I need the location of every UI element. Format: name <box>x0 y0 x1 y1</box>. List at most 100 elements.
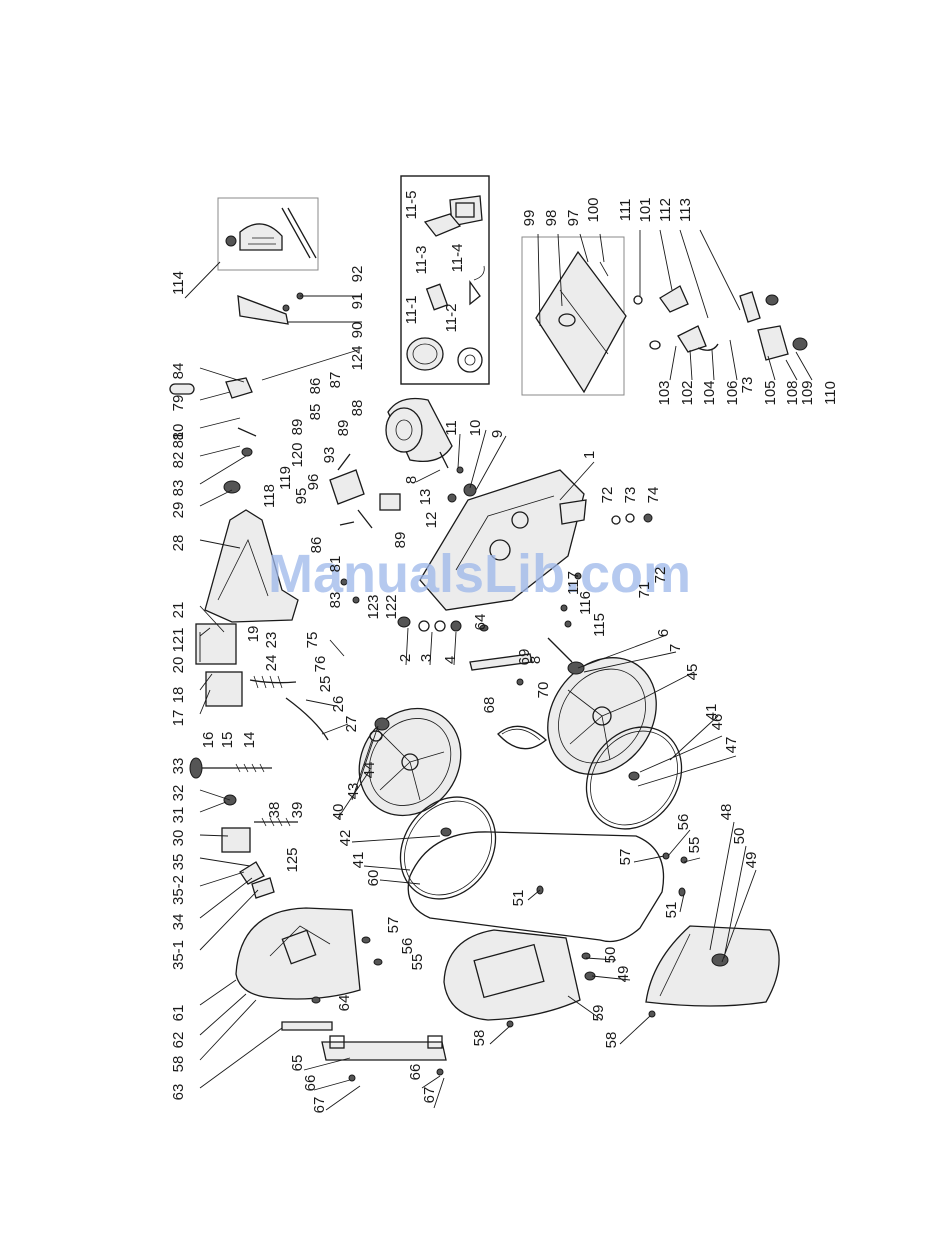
leader-lines <box>199 233 757 1111</box>
callout-c31: 31 <box>170 807 187 824</box>
callout-c26: 26 <box>330 696 347 713</box>
callout-c71: 71 <box>636 582 653 599</box>
callout-c20: 20 <box>170 657 187 674</box>
callout-c6: 6 <box>655 629 672 637</box>
callout-c55a: 55 <box>409 954 426 971</box>
callout-c105: 105 <box>762 380 779 405</box>
callout-c116: 116 <box>577 591 594 615</box>
callout-c96: 96 <box>305 474 322 491</box>
lower-panel-48 <box>645 925 780 1007</box>
rail-69 <box>469 653 533 671</box>
callout-c39: 39 <box>289 802 306 819</box>
callout-c34: 34 <box>170 914 187 931</box>
callout-c91: 91 <box>349 293 366 310</box>
callout-c24: 24 <box>263 655 280 672</box>
callout-c33: 33 <box>170 758 187 775</box>
callout-c11-1: 11-1 <box>403 296 420 325</box>
callout-c68: 68 <box>481 697 498 714</box>
callout-c19: 19 <box>245 626 262 643</box>
callout-c45: 45 <box>684 664 701 681</box>
callout-c83b: 83 <box>327 592 344 609</box>
callout-c72: 72 <box>599 487 616 504</box>
lower-tire <box>585 726 683 830</box>
callout-c124: 124 <box>349 345 366 370</box>
lower-wheel <box>547 637 657 775</box>
callout-c74: 74 <box>645 487 662 504</box>
callout-c99: 99 <box>521 210 538 227</box>
callout-c115: 115 <box>591 613 608 637</box>
tension-assembly <box>189 757 298 899</box>
callout-c100: 100 <box>585 197 602 222</box>
callout-c29: 29 <box>170 502 187 519</box>
callout-c57b: 57 <box>617 849 634 866</box>
callout-c32: 32 <box>170 785 187 802</box>
callout-c118: 118 <box>261 484 278 508</box>
callout-c81b: 81 <box>327 556 344 573</box>
upper-wheel <box>358 707 462 817</box>
callout-c56b: 56 <box>675 814 692 831</box>
callout-c21: 21 <box>170 602 187 619</box>
callout-c70: 70 <box>535 682 552 699</box>
callout-c69: 69 <box>516 649 533 666</box>
callout-c2: 2 <box>397 654 414 662</box>
callout-c44: 44 <box>361 762 378 779</box>
callout-c11-4: 11-4 <box>449 244 466 273</box>
callout-c67a: 67 <box>311 1097 328 1114</box>
callout-c121: 121 <box>170 627 187 652</box>
callout-c25: 25 <box>317 676 334 693</box>
main-frame <box>419 469 587 611</box>
callout-c40: 40 <box>330 804 347 821</box>
upper-wheel-cover <box>235 907 361 1000</box>
callout-c11-3: 11-3 <box>413 246 430 275</box>
callout-c17: 17 <box>170 710 187 727</box>
callout-c82: 82 <box>170 452 187 469</box>
callout-c58b: 58 <box>471 1030 488 1047</box>
callout-c73: 73 <box>622 487 639 504</box>
callout-c98: 98 <box>543 210 560 227</box>
callout-c87: 87 <box>327 372 344 389</box>
callout-c51b: 51 <box>663 902 680 919</box>
callout-c14: 14 <box>241 732 258 749</box>
inset-detail-114 <box>184 197 319 299</box>
callout-c113: 113 <box>677 198 694 222</box>
callout-c59: 59 <box>590 1005 607 1022</box>
lower-wheel-cover <box>443 929 581 1021</box>
callout-c28: 28 <box>170 535 187 552</box>
callout-c122: 122 <box>383 594 400 619</box>
callout-c4: 4 <box>442 656 459 664</box>
callout-c11: 11 <box>443 420 460 436</box>
callout-c64a: 64 <box>336 995 353 1012</box>
callout-c89c: 89 <box>392 532 409 549</box>
drive-belt <box>497 725 547 750</box>
callout-c49a: 49 <box>615 966 632 983</box>
callout-c35-2: 35-2 <box>170 875 187 905</box>
callout-c10: 10 <box>467 420 484 437</box>
callout-c61: 61 <box>170 1005 187 1022</box>
callout-c57a: 57 <box>385 917 402 934</box>
callout-c63: 63 <box>170 1084 187 1101</box>
callout-c104: 104 <box>701 380 718 405</box>
callout-c80: 80 <box>170 424 187 441</box>
callout-c97: 97 <box>565 210 582 227</box>
callout-c60: 60 <box>365 870 382 887</box>
callout-c62: 62 <box>170 1032 187 1049</box>
callout-c106: 106 <box>724 380 741 405</box>
callout-c90: 90 <box>349 322 366 339</box>
callout-c95: 95 <box>293 488 310 505</box>
callout-c120: 120 <box>289 442 306 467</box>
callout-c102: 102 <box>679 380 696 405</box>
callout-c67b: 67 <box>421 1087 438 1104</box>
callout-c47: 47 <box>723 737 740 754</box>
callout-c49b: 49 <box>743 852 760 869</box>
callout-c13: 13 <box>417 489 434 506</box>
callout-c83: 83 <box>170 480 187 497</box>
callout-c119: 119 <box>277 466 294 490</box>
rail-63 <box>281 1021 333 1031</box>
callout-c101: 101 <box>637 197 654 222</box>
callout-c79: 79 <box>170 395 187 412</box>
callout-c23: 23 <box>263 632 280 649</box>
callout-c103: 103 <box>656 380 673 405</box>
callout-c48: 48 <box>718 804 735 821</box>
